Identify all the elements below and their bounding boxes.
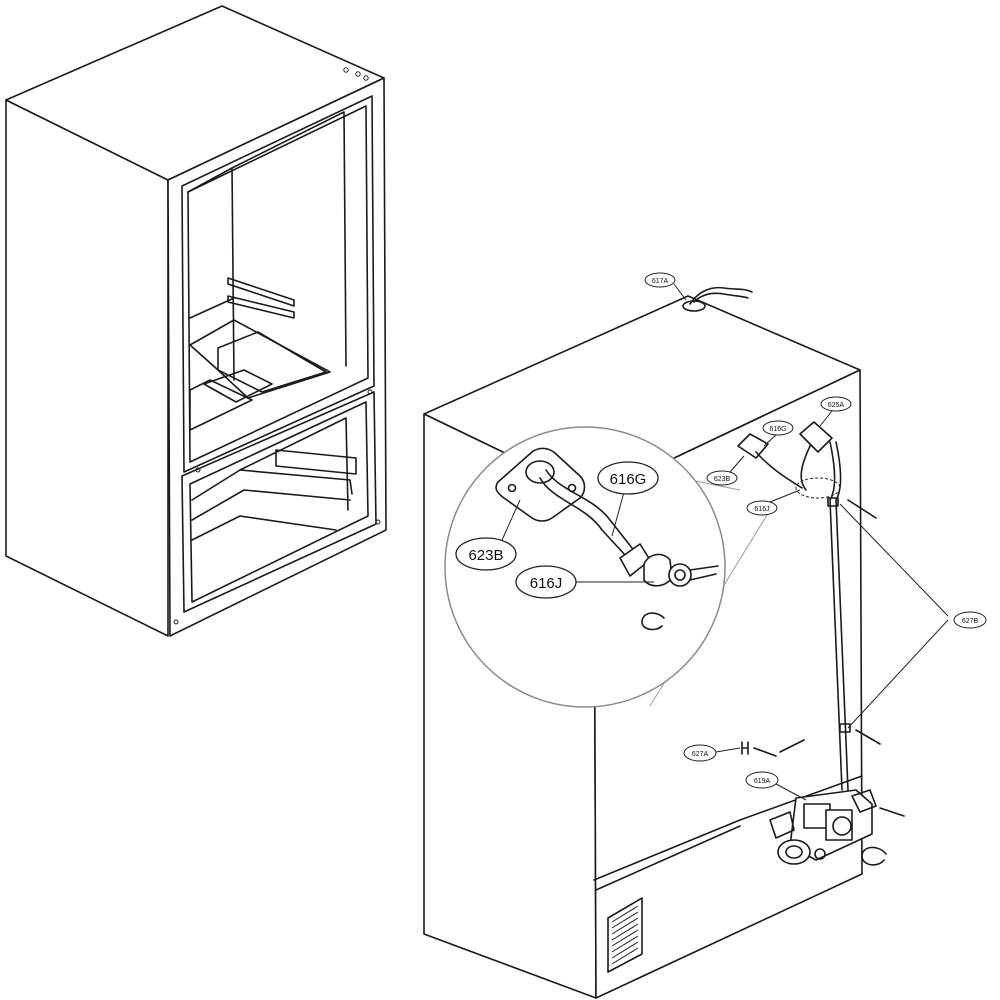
clip-ring-icon	[861, 846, 887, 866]
vent-grille-icon	[607, 897, 643, 973]
callout-label: 627B	[962, 618, 979, 625]
screw-icon	[195, 467, 201, 473]
screw-icon	[375, 519, 381, 525]
callout-616G: 616G	[762, 420, 794, 447]
screw-icon	[343, 67, 349, 73]
screw-icon	[355, 71, 361, 77]
callout-label: 619A	[754, 778, 771, 785]
screw-icon	[741, 739, 805, 757]
callout-label: 616G	[769, 426, 786, 433]
callout-label: 623B	[468, 547, 503, 564]
zoom-callout-616J: 616J	[515, 565, 577, 599]
clip-icon	[641, 612, 665, 631]
screw-icon	[173, 619, 179, 625]
callout-label: 616J	[530, 575, 563, 592]
detail-magnifier	[444, 426, 771, 708]
callout-627B: 627B	[953, 611, 987, 629]
callout-label: 616J	[754, 506, 769, 513]
callout-616J: 616J	[746, 489, 801, 516]
cabinet-front-view	[5, 5, 387, 637]
callout-label: 627A	[692, 751, 709, 758]
callout-label: 623B	[714, 476, 731, 483]
fitting-icon	[737, 433, 769, 459]
callout-619A: 619A	[745, 771, 807, 801]
callout-625A: 625A	[819, 396, 852, 427]
callout-label: 617A	[652, 278, 669, 285]
callout-label: 616G	[610, 471, 647, 488]
zoom-callout-623B: 623B	[455, 537, 517, 571]
zoom-callout-616G: 616G	[597, 461, 659, 495]
bracket-plate-icon	[495, 447, 586, 522]
screw-icon	[363, 75, 369, 81]
connector-icon	[799, 421, 833, 453]
water-valve-icon	[769, 789, 905, 865]
callout-623B: 623B	[706, 455, 745, 486]
callout-617A: 617A	[644, 272, 687, 301]
callout-label: 625A	[828, 402, 845, 409]
screw-icon	[367, 389, 373, 395]
callout-627A: 627A	[683, 744, 741, 762]
